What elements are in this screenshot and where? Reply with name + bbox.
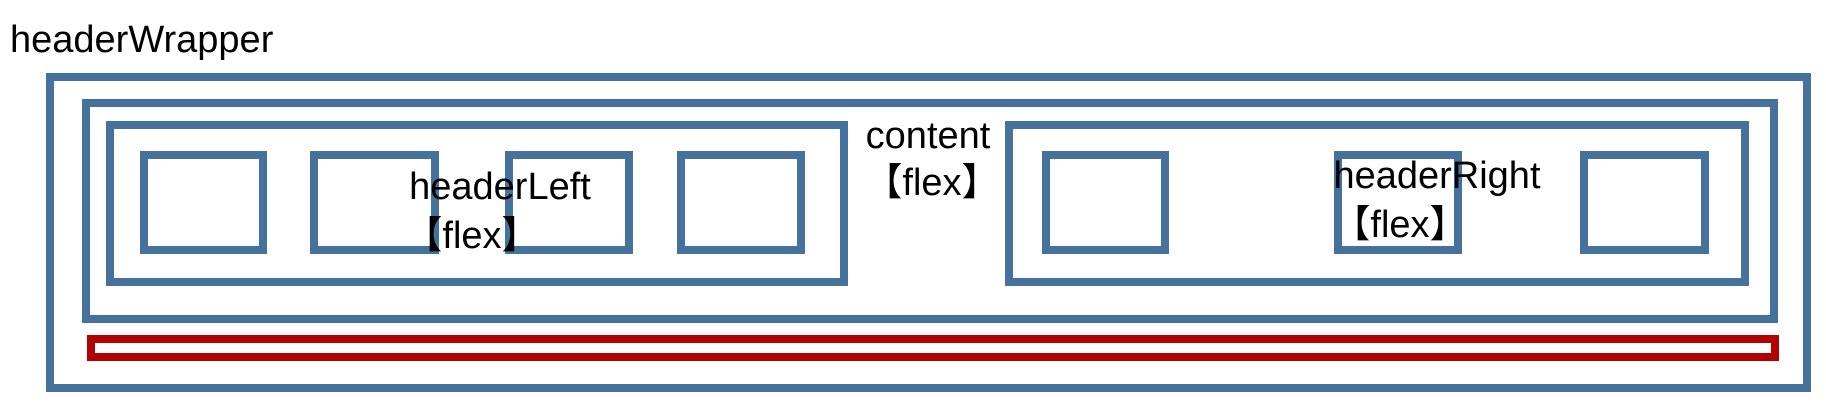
header-left-item-4 — [677, 151, 805, 254]
header-right-box — [1005, 121, 1749, 286]
header-left-item-3 — [505, 151, 633, 254]
content-box — [82, 99, 1778, 323]
header-wrapper-label: headerWrapper — [10, 19, 274, 61]
header-wrapper-box — [46, 73, 1811, 392]
header-left-item-2 — [310, 151, 439, 254]
header-right-item-3 — [1580, 151, 1709, 254]
content-label: content — [866, 115, 991, 157]
header-right-flex-label: 【flex】 — [1332, 204, 1467, 246]
header-left-label: headerLeft — [409, 166, 591, 208]
red-bar — [87, 335, 1779, 361]
header-left-flex-label: 【flex】 — [404, 215, 539, 257]
content-flex-label: 【flex】 — [864, 162, 999, 204]
header-left-box — [106, 121, 848, 286]
header-right-label: headerRight — [1333, 155, 1540, 197]
header-left-item-1 — [140, 151, 267, 254]
header-right-item-1 — [1042, 151, 1169, 254]
header-right-item-2 — [1334, 151, 1462, 254]
